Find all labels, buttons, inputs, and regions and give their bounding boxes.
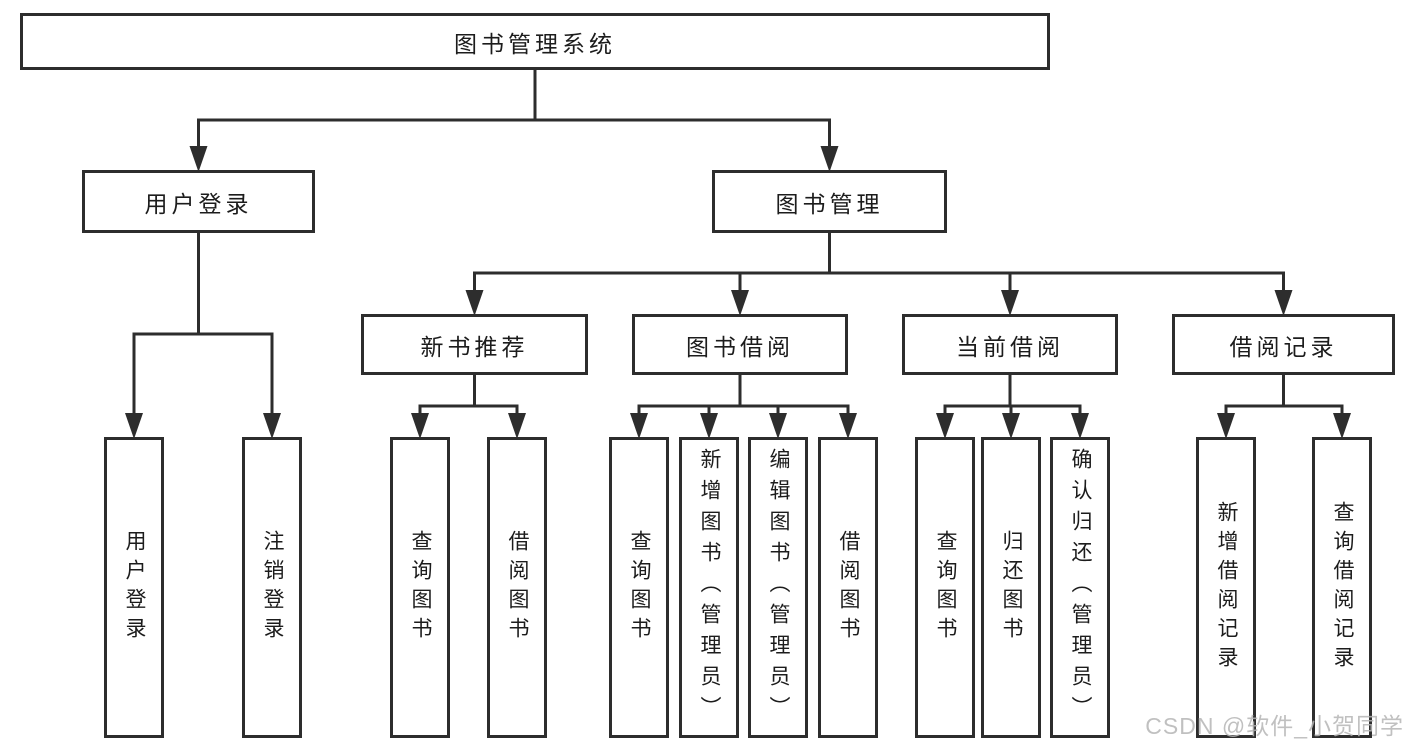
node-root-box: 图书管理系统 <box>20 13 1050 70</box>
node-l2a-box: 查询图书 <box>390 437 450 738</box>
arrow-down-icon <box>508 413 526 439</box>
arrow-down-icon <box>1274 290 1293 316</box>
arrow-down-icon <box>1071 413 1089 439</box>
node-l1a-box: 用户登录 <box>104 437 164 738</box>
arrow-down-icon <box>630 413 648 439</box>
node-l5b-box: 查询借阅记录 <box>1312 437 1372 738</box>
arrow-down-icon <box>936 413 954 439</box>
arrow-down-icon <box>731 290 749 316</box>
node-l1b-box: 注销登录 <box>242 437 302 738</box>
node-l2b-box: 借阅图书 <box>487 437 547 738</box>
arrow-down-icon <box>465 290 484 316</box>
arrow-down-icon <box>189 146 208 172</box>
node-l3b-box: 新增图书（管理员） <box>679 437 739 738</box>
watermark: CSDN @软件_小贺同学 <box>1145 713 1404 739</box>
node-l4a-box: 查询图书 <box>915 437 975 738</box>
node-m4-box: 借阅记录 <box>1172 314 1395 375</box>
arrow-down-icon <box>1002 413 1020 439</box>
arrow-down-icon <box>1333 413 1351 439</box>
node-n2-box: 图书管理 <box>712 170 947 233</box>
arrow-down-icon <box>769 413 787 439</box>
node-m2-box: 图书借阅 <box>632 314 848 375</box>
node-m1-box: 新书推荐 <box>361 314 588 375</box>
arrow-down-icon <box>1217 413 1235 439</box>
arrow-down-icon <box>411 413 429 439</box>
node-l3d-box: 借阅图书 <box>818 437 878 738</box>
node-n1-box: 用户登录 <box>82 170 315 233</box>
arrow-down-icon <box>263 413 281 439</box>
arrow-down-icon <box>700 413 718 439</box>
node-l4c-box: 确认归还（管理员） <box>1050 437 1110 738</box>
node-l3a-box: 查询图书 <box>609 437 669 738</box>
node-l3c-box: 编辑图书（管理员） <box>748 437 808 738</box>
arrow-down-icon <box>839 413 857 439</box>
arrow-down-icon <box>820 146 839 172</box>
node-m3-box: 当前借阅 <box>902 314 1118 375</box>
arrow-down-icon <box>1001 290 1019 316</box>
node-l5a-box: 新增借阅记录 <box>1196 437 1256 738</box>
node-l4b-box: 归还图书 <box>981 437 1041 738</box>
arrow-down-icon <box>125 413 143 439</box>
